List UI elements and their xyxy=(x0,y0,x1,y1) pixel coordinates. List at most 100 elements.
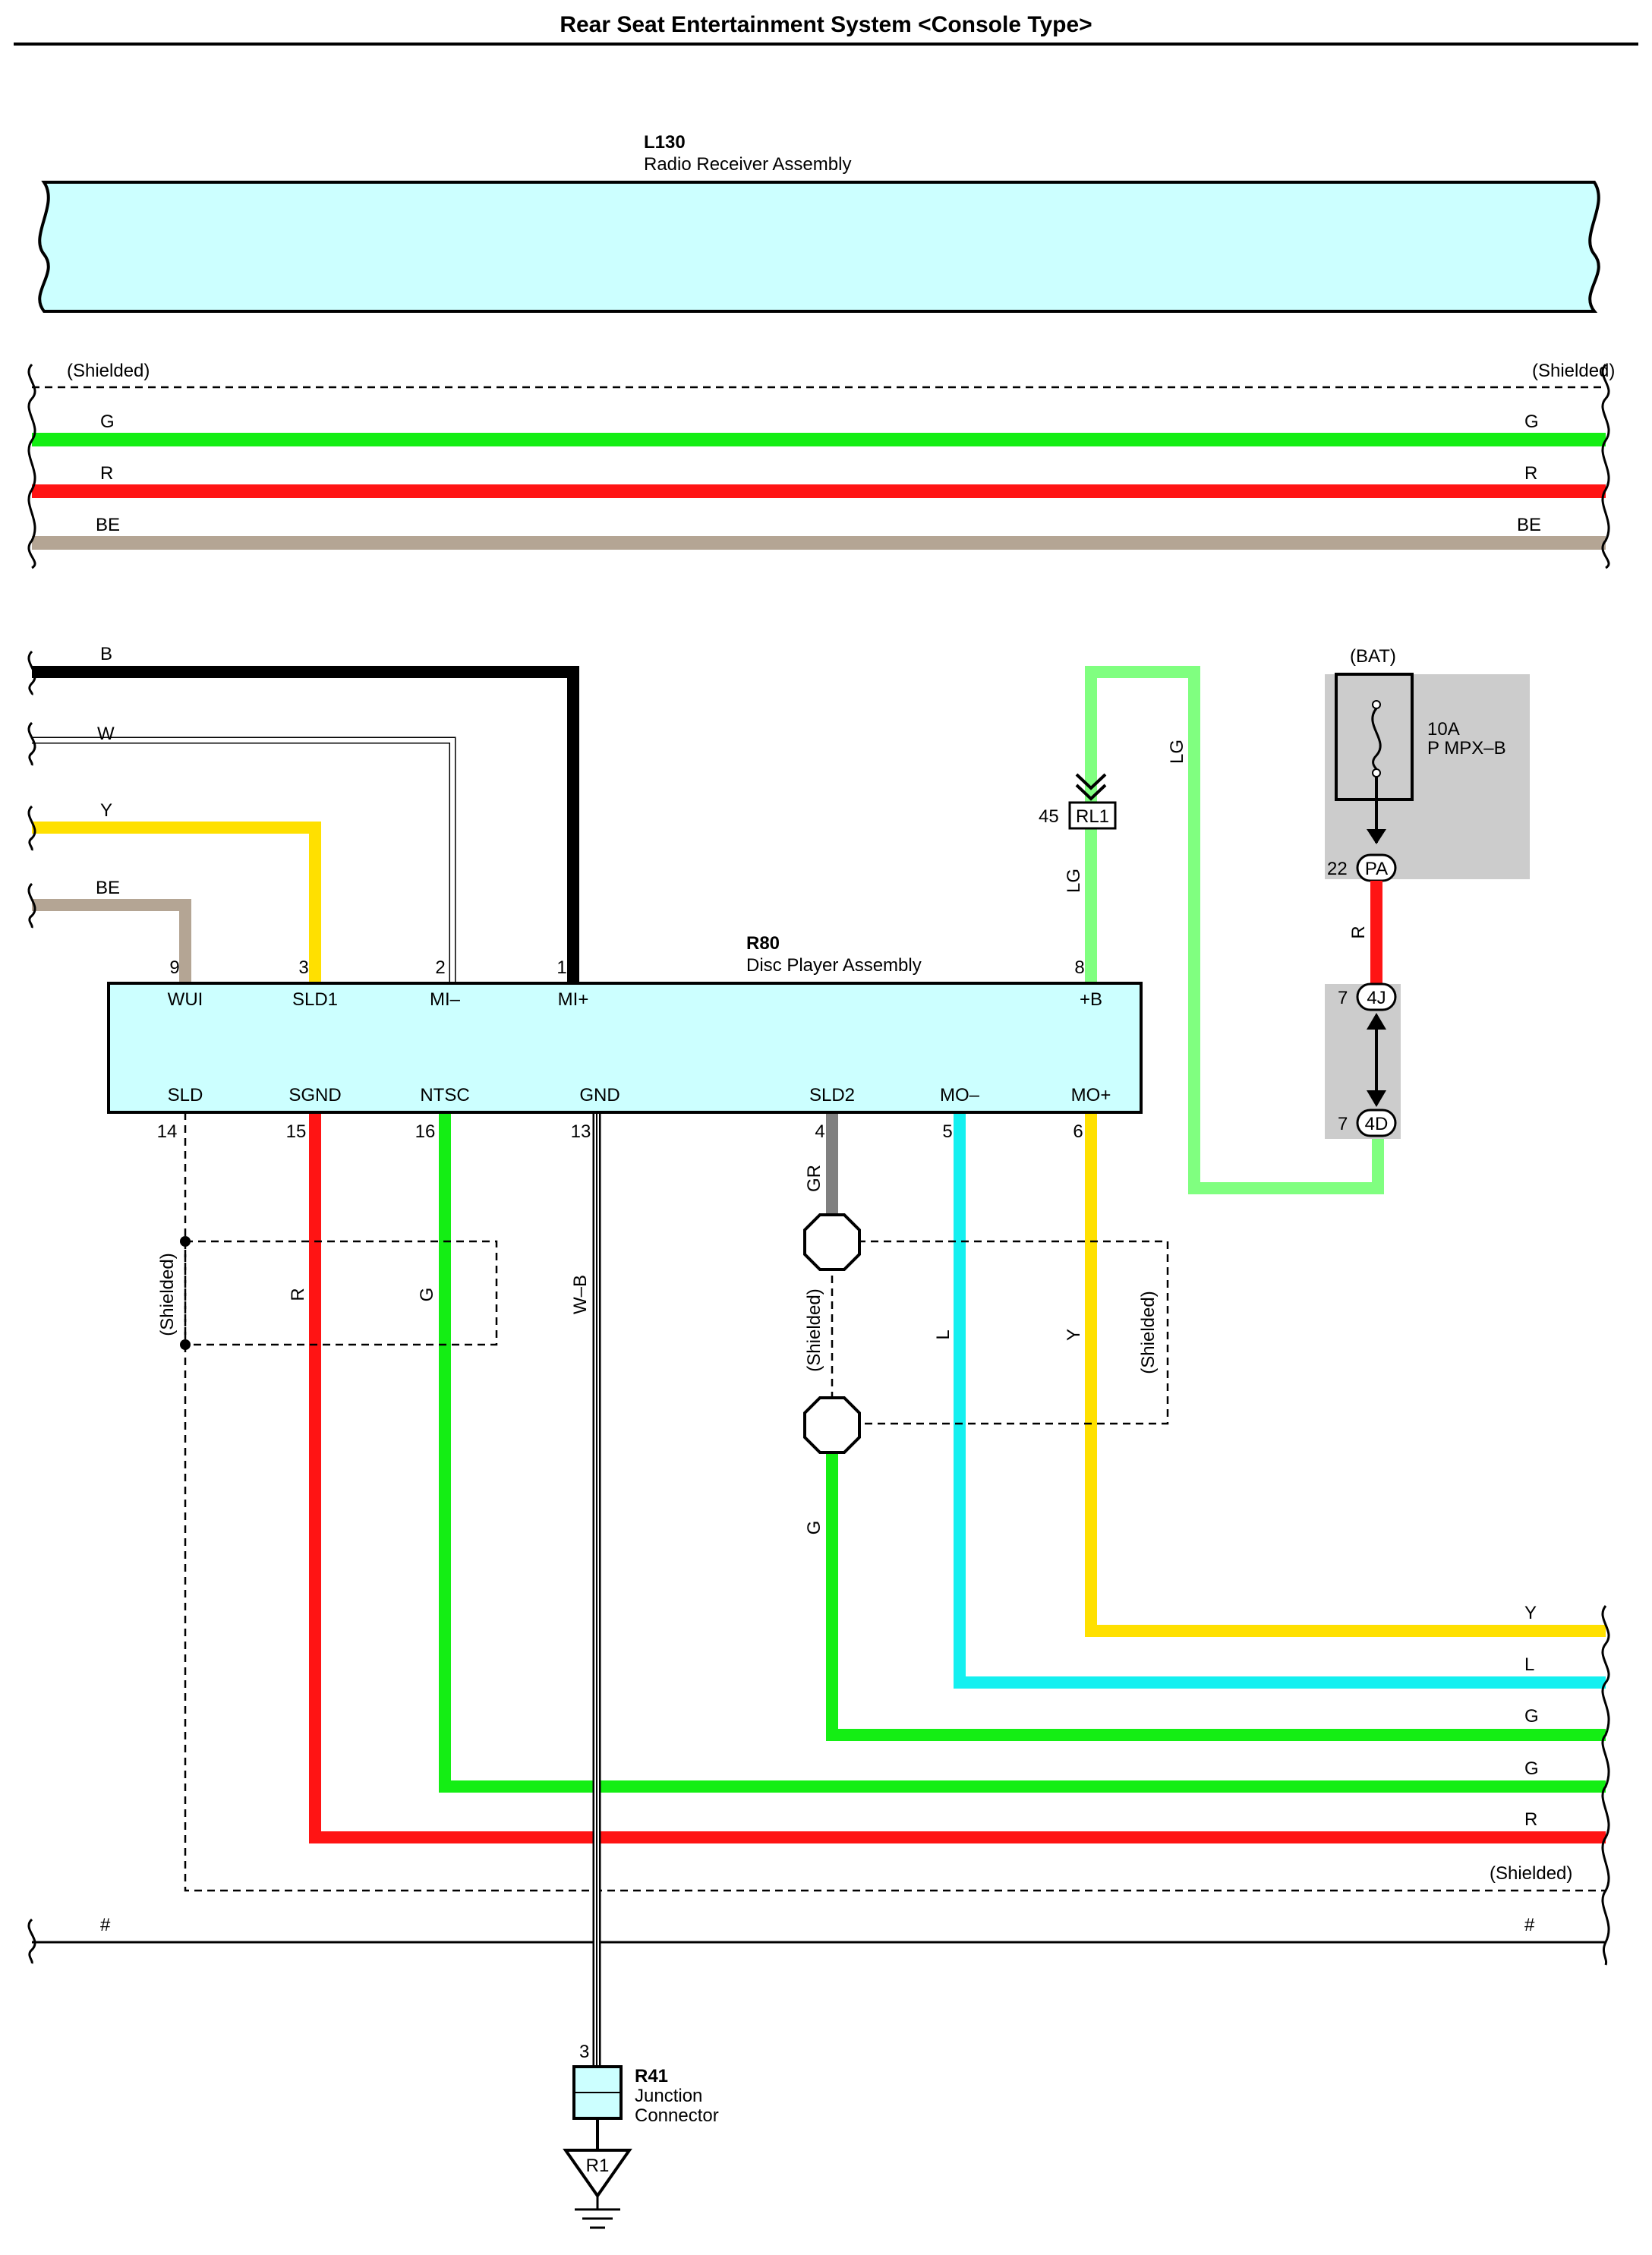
wire-sgnd-r xyxy=(309,1112,1606,1843)
r41-pin: 3 xyxy=(579,2042,589,2062)
wire-b-label: B xyxy=(100,644,112,664)
top-wire-g-label-right: G xyxy=(1524,412,1539,432)
lg-wire-group: LG LG RL1 45 xyxy=(1039,666,1384,1194)
r80-pin-sld: SLD xyxy=(168,1085,203,1105)
4j-connector xyxy=(1356,982,1397,1011)
r41-line2: Connector xyxy=(635,2105,719,2126)
wire-wb-label: W–B xyxy=(570,1275,591,1314)
shielded-right-label: (Shielded) xyxy=(1138,1291,1159,1374)
wire-be-break xyxy=(27,882,36,929)
4j-pin: 7 xyxy=(1338,988,1348,1008)
bottom-bus-right-break xyxy=(1601,1605,1610,1966)
wire-b xyxy=(32,666,579,983)
hash-label-left: # xyxy=(100,1915,111,1935)
r80-pin-5-num: 5 xyxy=(942,1121,952,1142)
r80-pin-mi-minus: MI– xyxy=(430,989,461,1010)
wire-lg xyxy=(1085,666,1384,1194)
bottom-wires: Y Y L L GR G G G G R R (Shielded) # # xyxy=(27,1112,1610,2067)
r80-pin-13-num: 13 xyxy=(571,1121,591,1142)
r80-disc-player: R80 Disc Player Assembly 9 WUI 3 SLD1 2 … xyxy=(107,933,1143,1142)
r80-pin-sgnd: SGND xyxy=(288,1085,341,1105)
wire-lg-upper-label: LG xyxy=(1167,740,1187,764)
shielded-left-label: (Shielded) xyxy=(157,1253,178,1336)
r80-name: Disc Player Assembly xyxy=(746,955,922,976)
wire-y-label: Y xyxy=(100,800,112,821)
fuse-rating: 10A xyxy=(1427,719,1460,740)
r80-pin-b-plus: +B xyxy=(1080,989,1102,1010)
shield-junction-top xyxy=(180,1236,191,1247)
r80-pin-16-num: 16 xyxy=(415,1121,436,1142)
r80-pin-4-num: 4 xyxy=(815,1121,824,1142)
wire-g-vert-label: G xyxy=(417,1288,437,1302)
rl1-connector: RL1 45 xyxy=(1039,773,1117,830)
top-bus-left-break xyxy=(27,363,36,569)
ground-point-icon xyxy=(563,2149,632,2199)
fuse-icon xyxy=(1371,700,1382,777)
shield-splice-bottom xyxy=(803,1396,861,1454)
wire-y xyxy=(32,822,321,983)
rl1-pin: 45 xyxy=(1039,806,1059,827)
top-wire-r-label-right: R xyxy=(1524,463,1537,484)
rl1-box xyxy=(1068,801,1117,830)
wire-sld2-g xyxy=(826,1446,1606,1741)
wire-b-break xyxy=(27,650,36,695)
4j-label: 4J xyxy=(1367,988,1386,1008)
pa-pin: 22 xyxy=(1327,859,1348,879)
wire-w-outline xyxy=(32,736,456,983)
ground-label: R1 xyxy=(586,2156,610,2176)
l130-box xyxy=(38,181,1600,313)
wire-w-label: W xyxy=(97,724,115,744)
r80-pin-ntsc: NTSC xyxy=(420,1085,469,1105)
r80-pin-9-num: 9 xyxy=(169,957,179,978)
wire-gr-label: GR xyxy=(804,1165,824,1192)
shield-box-left xyxy=(184,1240,498,1346)
wire-y-break xyxy=(27,805,36,851)
r80-pin-mo-plus: MO+ xyxy=(1071,1085,1111,1105)
top-wire-be-label-right: BE xyxy=(1517,515,1541,535)
bottom-shielded: (Shielded) xyxy=(1490,1863,1572,1884)
wire-r-vert-label: R xyxy=(288,1288,308,1301)
rl1-arrow-icon xyxy=(1075,773,1107,801)
r80-pin-1-num: 1 xyxy=(556,957,566,978)
fuse-name: P MPX–B xyxy=(1427,738,1506,758)
page-title: Rear Seat Entertainment System <Console … xyxy=(560,12,1092,37)
out-g1-label: G xyxy=(1524,1706,1539,1727)
4j-arrow-icon xyxy=(1367,1013,1386,1030)
pa-arrow-icon xyxy=(1367,829,1386,844)
wire-be xyxy=(32,899,191,983)
fuse-box xyxy=(1335,673,1414,801)
left-input-wires: B W Y BE xyxy=(27,644,579,983)
r80-pin-8-num: 8 xyxy=(1074,957,1084,978)
wire-ntsc-g xyxy=(439,1112,1606,1793)
r80-pin-mi-plus: MI+ xyxy=(558,989,589,1010)
out-r-label: R xyxy=(1524,1809,1537,1830)
4d-arrow-icon xyxy=(1367,1090,1386,1107)
shield-splice-top xyxy=(803,1213,861,1271)
l130-code: L130 xyxy=(644,132,686,153)
r41-line1: Junction xyxy=(635,2086,702,2106)
shield-junction-bottom xyxy=(180,1339,191,1350)
4d-pin: 7 xyxy=(1338,1114,1348,1134)
r80-code: R80 xyxy=(746,933,780,954)
wire-relay-r-label: R xyxy=(1348,926,1369,938)
rl1-name: RL1 xyxy=(1076,806,1109,827)
hash-label-right: # xyxy=(1524,1915,1535,1935)
wire-w-break xyxy=(27,721,36,766)
4d-label: 4D xyxy=(1365,1114,1389,1134)
wire-lg-lower-label: LG xyxy=(1064,869,1084,893)
relay-bat: (BAT) xyxy=(1350,646,1396,667)
top-bus: (Shielded) (Shielded) G G R R BE BE xyxy=(27,361,1615,569)
top-wire-be-label-left: BE xyxy=(96,515,120,535)
out-l-label: L xyxy=(1524,1654,1534,1675)
top-wire-g-label-left: G xyxy=(100,412,115,432)
wire-g-lower-label: G xyxy=(804,1521,824,1535)
wire-w xyxy=(32,738,455,983)
l130-name: Radio Receiver Assembly xyxy=(644,154,851,175)
top-shielded-right: (Shielded) xyxy=(1532,361,1615,381)
pa-label: PA xyxy=(1365,859,1388,879)
r41-junction-connector: 3 R41 Junction Connector R1 xyxy=(563,2042,719,2229)
r80-pin-gnd: GND xyxy=(579,1085,620,1105)
wire-mo-minus-l xyxy=(954,1112,1606,1689)
sld-shield-line xyxy=(184,1112,1606,1892)
r41-code: R41 xyxy=(635,2066,668,2086)
